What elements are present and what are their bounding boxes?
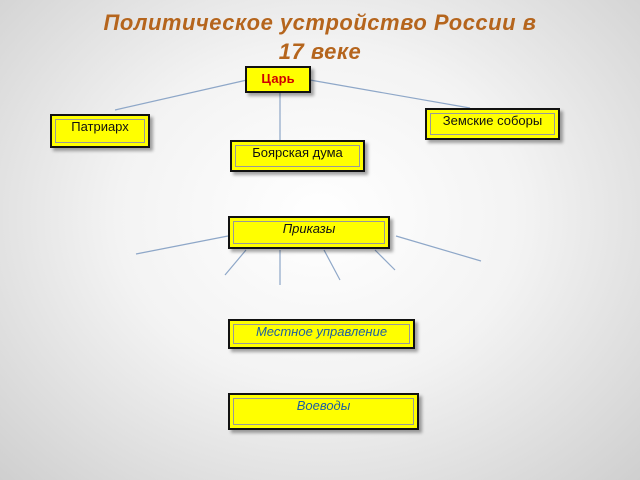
line-prikazy-right xyxy=(323,249,341,281)
node-patriarch: Патриарх xyxy=(50,114,150,148)
node-zemsky-sobory-label: Земские соборы xyxy=(442,113,543,128)
node-prikazy-label: Приказы xyxy=(282,221,336,236)
line-prikazy-right-mid xyxy=(374,249,396,271)
line-prikazy-left xyxy=(224,249,247,276)
node-tsar-label: Царь xyxy=(261,71,295,86)
node-prikazy: Приказы xyxy=(228,216,390,249)
line-prikazy-left-far xyxy=(135,235,229,255)
node-boyar-duma: Боярская дума xyxy=(230,140,365,172)
node-voevody-label: Воеводы xyxy=(296,398,351,413)
node-patriarch-label: Патриарх xyxy=(71,119,129,134)
line-tsar-zemsky xyxy=(309,79,471,109)
node-voevody: Воеводы xyxy=(228,393,419,430)
node-local-government-label: Местное управление xyxy=(255,324,388,339)
line-tsar-patriarch xyxy=(114,79,248,111)
line-prikazy-right-far xyxy=(395,235,482,262)
node-boyar-duma-label: Боярская дума xyxy=(252,145,343,160)
node-local-government: Местное управление xyxy=(228,319,415,349)
title-line-2: 17 веке xyxy=(278,39,362,64)
diagram-title: Политическое устройство России в 17 веке xyxy=(0,8,640,66)
node-tsar: Царь xyxy=(245,66,311,93)
title-line-1: Политическое устройство России в xyxy=(103,10,537,35)
node-zemsky-sobory: Земские соборы xyxy=(425,108,560,140)
